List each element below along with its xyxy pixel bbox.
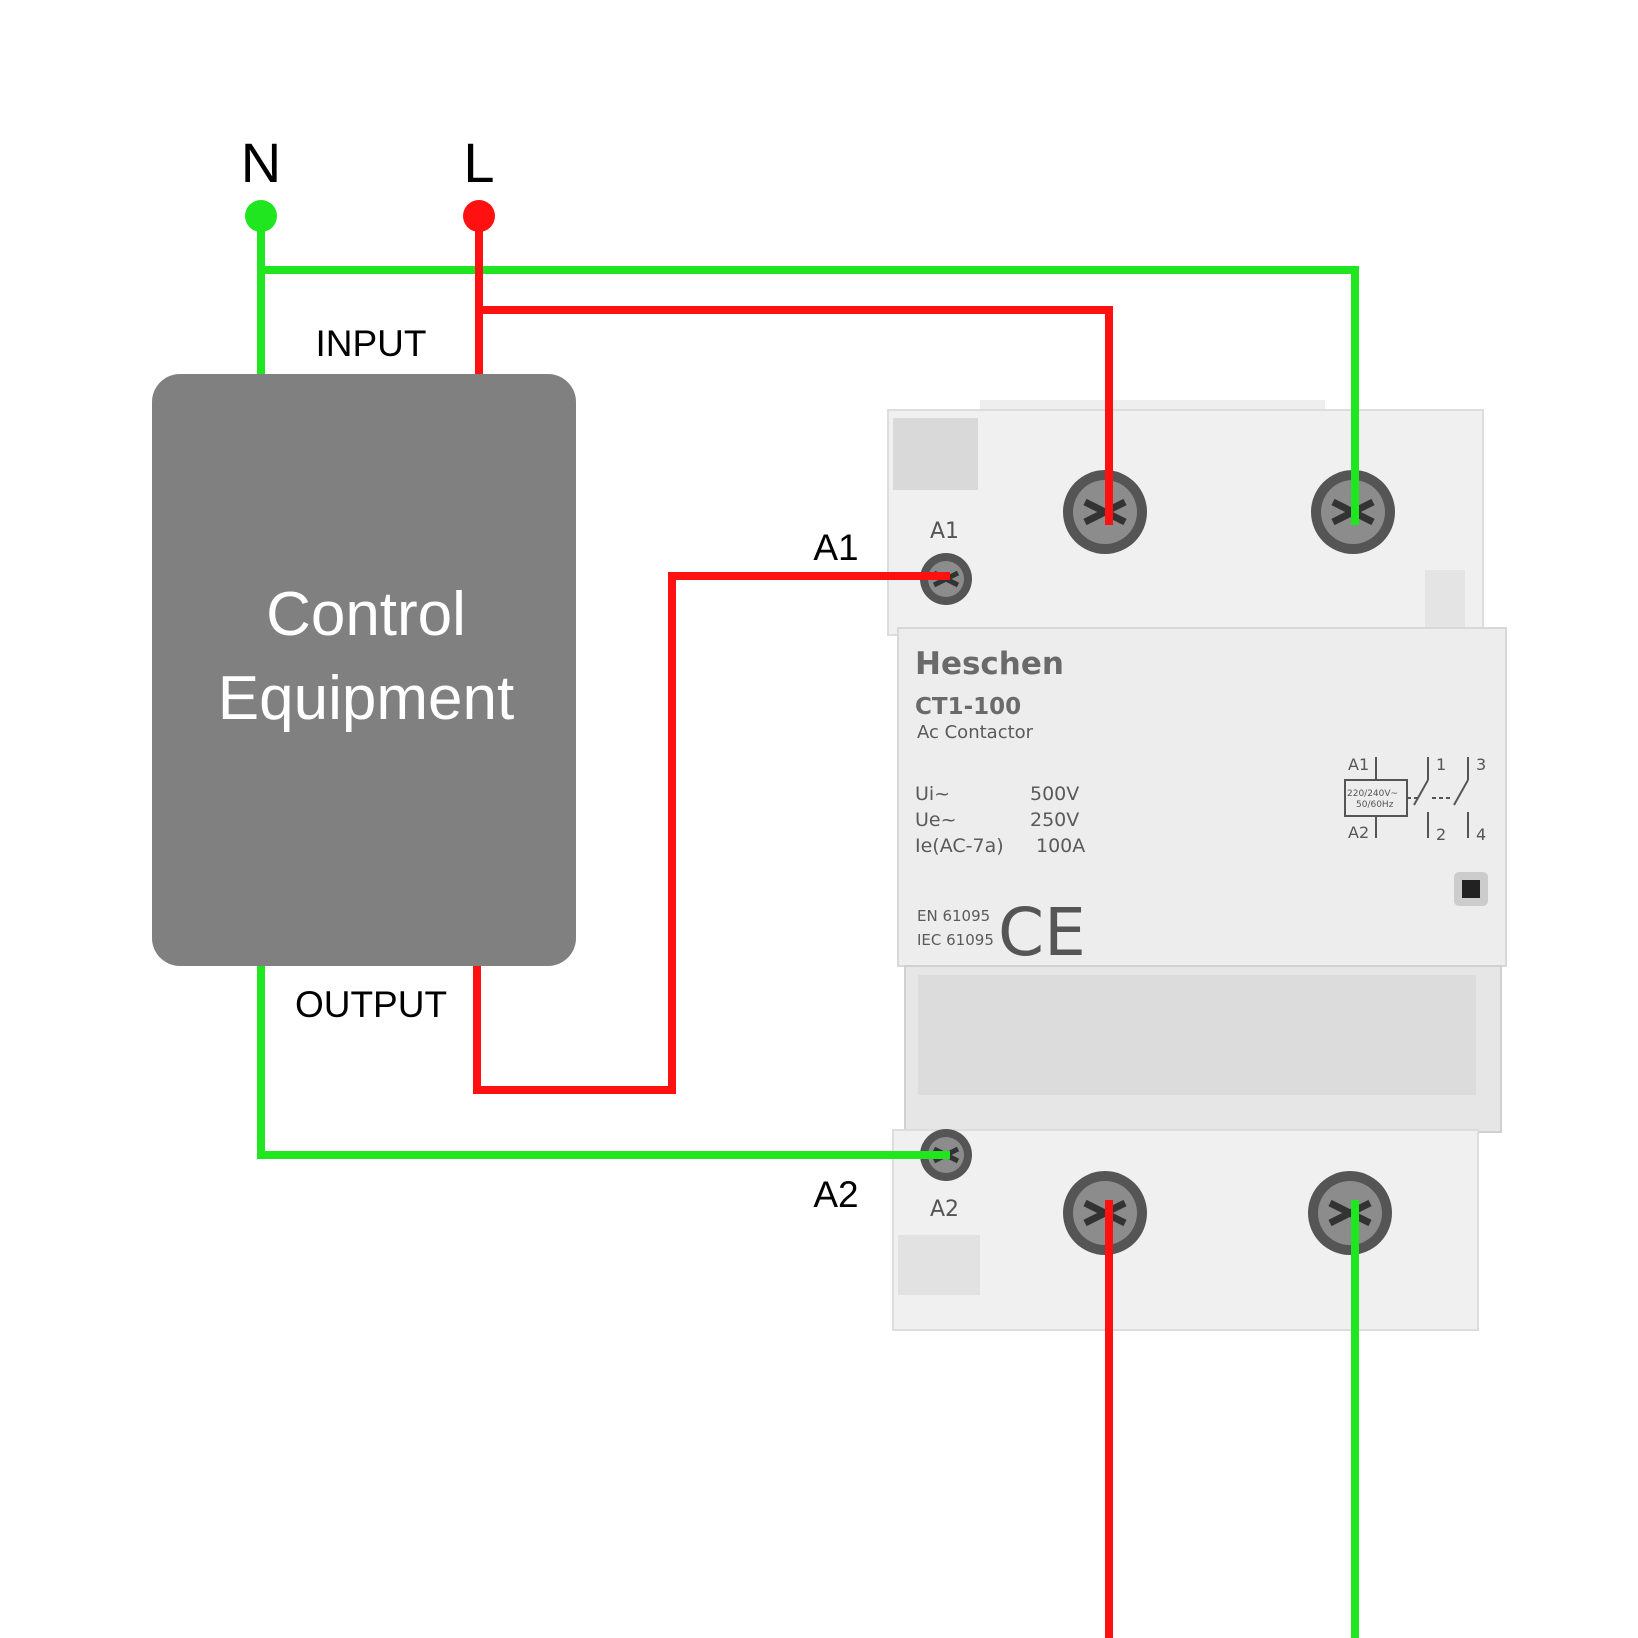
- input-label: INPUT: [316, 323, 427, 364]
- a2-wire-label: A2: [813, 1174, 858, 1215]
- ce-mark: CE: [998, 894, 1086, 971]
- device-type: Ac Contactor: [917, 722, 1034, 743]
- rating-name-ui: Ui~: [915, 783, 950, 805]
- live-wire-to-terminal-1: [479, 306, 1113, 525]
- cover-window: [918, 975, 1476, 1095]
- schematic-terminal-2: 2: [1436, 825, 1446, 844]
- control-equipment-box: [152, 374, 576, 966]
- live-wire-output-to-a1: [473, 572, 950, 1094]
- model-number: CT1-100: [915, 694, 1021, 720]
- indicator-window: [1462, 880, 1480, 898]
- lower-terminal-block: [892, 1129, 1479, 1331]
- control-equipment-label-line2: Equipment: [218, 664, 514, 733]
- schematic-terminal-3: 3: [1476, 755, 1486, 774]
- control-equipment-label-line1: Control: [266, 580, 466, 649]
- neutral-terminal-label: N: [241, 131, 281, 194]
- contactor-schematic: A1 A2 220/240V~ 50/60Hz 1 2 3 4: [1344, 755, 1486, 844]
- schematic-a2-label: A2: [1348, 823, 1369, 842]
- live-terminal-label: L: [463, 131, 494, 194]
- schematic-terminal-1: 1: [1436, 755, 1446, 774]
- screw-terminal-4: [1308, 1171, 1392, 1255]
- coil-voltage: 220/240V~: [1347, 789, 1398, 799]
- contactor-device: A1 A2 Heschen CT1-100 Ac Contactor Ui~ 5…: [887, 400, 1507, 1331]
- side-notch: [1425, 570, 1465, 630]
- device-a1-label: A1: [930, 519, 959, 544]
- neutral-terminal-dot: [245, 200, 277, 232]
- corner-notch: [893, 418, 978, 490]
- standard-iec: IEC 61095: [917, 931, 994, 949]
- label-panel: [897, 627, 1507, 967]
- lower-corner-notch: [898, 1235, 980, 1295]
- output-label: OUTPUT: [295, 984, 447, 1025]
- neutral-wire-output-to-a2: [257, 966, 950, 1159]
- standard-en: EN 61095: [917, 907, 990, 925]
- neutral-wire-to-terminal-3: [261, 266, 1359, 525]
- coil-frequency: 50/60Hz: [1356, 800, 1394, 810]
- rating-value-ui: 500V: [1030, 783, 1079, 805]
- schematic-terminal-4: 4: [1476, 825, 1486, 844]
- rating-value-ie: 100A: [1036, 835, 1085, 857]
- brand-name: Heschen: [915, 646, 1064, 682]
- rating-name-ie: Ie(AC-7a): [915, 835, 1004, 857]
- schematic-a1-label: A1: [1348, 755, 1369, 774]
- a1-wire-label: A1: [813, 527, 858, 568]
- device-a2-label: A2: [930, 1197, 959, 1222]
- rating-name-ue: Ue~: [915, 809, 957, 831]
- rating-value-ue: 250V: [1030, 809, 1079, 831]
- live-terminal-dot: [463, 200, 495, 232]
